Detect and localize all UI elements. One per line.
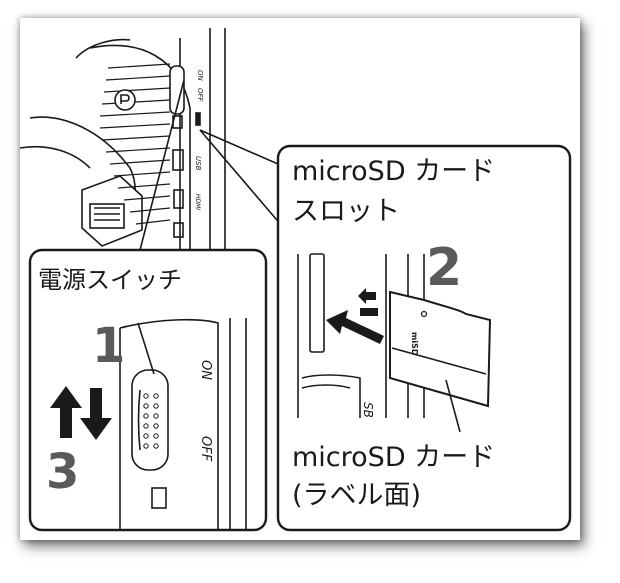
device-illustration: ON OFF USB HDMI <box>20 28 572 532</box>
device-off-mark: OFF <box>196 88 204 103</box>
device-usb-partial-mark: SB <box>361 402 375 418</box>
arrow-up-icon <box>50 386 82 438</box>
device-port-labels: ON OFF USB HDMI <box>194 70 204 210</box>
power-switch-inset: ON OFF <box>28 248 268 532</box>
switch-direction-arrows <box>50 386 112 440</box>
arrow-down-icon <box>80 388 112 440</box>
microsd-card[interactable]: miSD <box>389 290 492 408</box>
power-switch-label: 電源スイッチ <box>38 266 182 294</box>
card-print: miSD <box>410 332 419 356</box>
slot-label-line1: microSD カード <box>292 156 496 187</box>
slot-label-line2: スロット <box>292 196 400 227</box>
device-usb-mark: USB <box>194 156 202 171</box>
device-on-mark: ON <box>196 70 204 82</box>
card-label-line2: (ラベル面) <box>292 480 422 511</box>
ethernet-port <box>81 175 143 247</box>
insert-direction-icon <box>358 288 378 316</box>
illustration-frame: ON OFF USB HDMI <box>20 18 580 540</box>
card-label-line1: microSD カード <box>292 442 496 473</box>
callout-lines <box>139 79 283 251</box>
insert-arrow-icon <box>326 310 384 344</box>
device-hdmi-mark: HDMI <box>194 194 201 210</box>
step-3-number: 3 <box>46 444 80 500</box>
switch-on-mark: ON <box>198 360 213 380</box>
microsd-slot <box>309 253 325 353</box>
microsd-slot-inset: miSD SB <box>276 144 572 532</box>
power-switch[interactable] <box>131 369 169 471</box>
step-1-number: 1 <box>92 318 126 374</box>
device-body <box>20 28 226 258</box>
step-2-number: 2 <box>426 238 463 298</box>
switch-off-mark: OFF <box>198 436 213 462</box>
switch-grip-dots <box>143 393 159 449</box>
